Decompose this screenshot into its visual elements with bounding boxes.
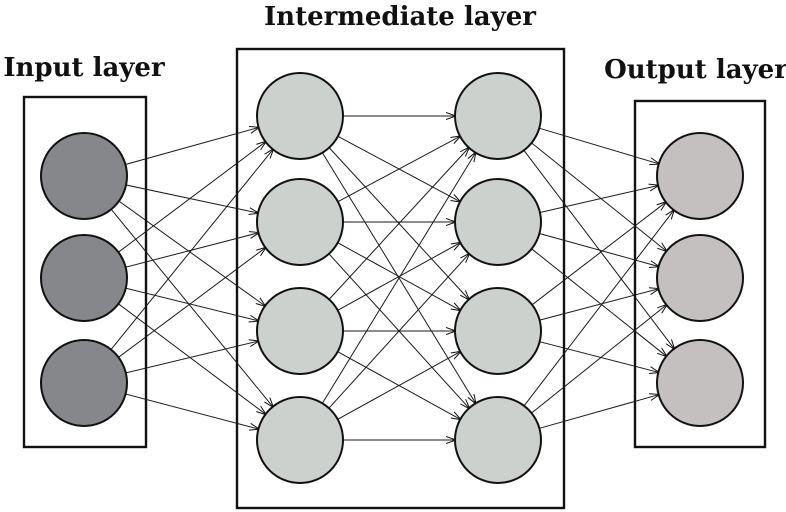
connection-input-1-to-hidden1-2	[125, 287, 258, 321]
connection-hidden1-3-to-hidden2-0	[321, 153, 475, 404]
connection-hidden2-2-to-output-0	[531, 202, 666, 306]
input-layer-box	[22, 95, 148, 449]
hidden1-neuron-1	[256, 72, 344, 160]
connection-input-1-to-hidden1-3	[118, 303, 265, 414]
connection-hidden2-2-to-output-2	[539, 341, 659, 373]
connection-input-2-to-hidden1-0	[110, 149, 273, 350]
input-neuron-2	[40, 234, 128, 322]
connection-hidden1-3-to-hidden2-1	[328, 254, 469, 409]
connection-input-0-to-hidden1-2	[118, 200, 265, 306]
intermediate-layer-box	[235, 47, 566, 510]
connection-input-2-to-hidden1-2	[125, 341, 258, 374]
intermediate-layer-title: Intermediate layer	[264, 2, 536, 32]
connection-input-2-to-hidden1-1	[118, 248, 266, 358]
connection-hidden2-3-to-output-1	[531, 305, 667, 414]
output-neuron-2	[656, 234, 744, 322]
connection-input-0-to-hidden1-1	[125, 184, 258, 213]
connection-hidden2-3-to-output-2	[539, 395, 658, 429]
connection-hidden1-1-to-hidden2-0	[337, 136, 460, 203]
hidden2-neuron-3	[454, 287, 542, 375]
output-neuron-1	[656, 132, 744, 220]
input-layer-title: Input layer	[3, 53, 165, 83]
hidden1-neuron-3	[256, 287, 344, 375]
connection-hidden2-0-to-output-1	[531, 142, 667, 251]
connections	[110, 116, 674, 440]
hidden1-neuron-2	[256, 178, 344, 266]
connection-hidden2-2-to-output-1	[539, 289, 659, 321]
connection-hidden2-1-to-output-2	[531, 248, 667, 356]
hidden2-neuron-1	[454, 72, 542, 160]
connection-hidden2-0-to-output-0	[539, 127, 659, 164]
connection-input-1-to-hidden1-0	[118, 142, 265, 253]
output-neuron-3	[656, 339, 744, 427]
connection-input-0-to-hidden1-0	[125, 128, 258, 165]
connection-hidden2-1-to-output-1	[539, 233, 658, 267]
connection-hidden2-1-to-output-0	[539, 186, 658, 213]
output-layer-box	[633, 99, 767, 449]
hidden2-neuron-2	[454, 178, 542, 266]
neurons	[40, 72, 744, 484]
input-neuron-3	[40, 339, 128, 427]
hidden1-neuron-4	[256, 396, 344, 484]
output-layer-title: Output layer	[604, 55, 786, 85]
connection-input-0-to-hidden1-3	[110, 208, 273, 406]
connection-hidden1-3-to-hidden2-2	[337, 352, 461, 420]
connection-hidden2-3-to-output-0	[523, 210, 674, 407]
connection-hidden1-2-to-hidden2-0	[328, 148, 469, 300]
connection-input-2-to-hidden1-3	[125, 393, 259, 429]
connection-hidden1-2-to-hidden2-1	[337, 243, 461, 311]
input-neuron-1	[40, 132, 128, 220]
hidden2-neuron-4	[454, 396, 542, 484]
